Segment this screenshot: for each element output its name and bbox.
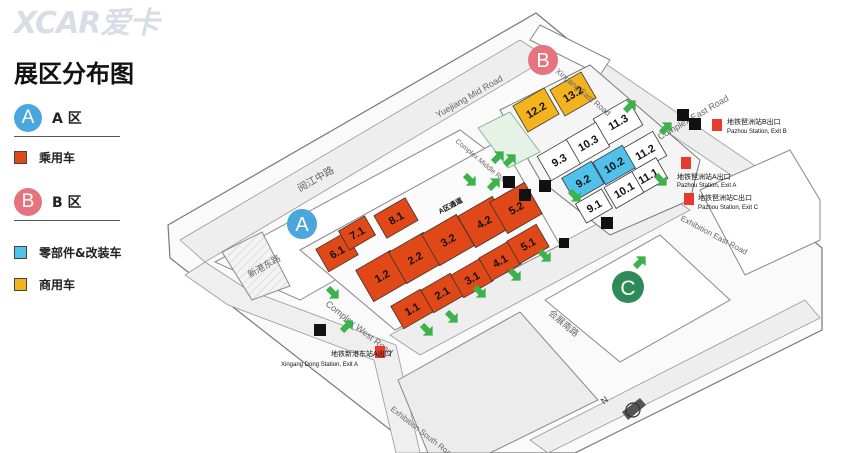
- entrance-arrow-icon: [653, 172, 667, 186]
- hall-10.2: 10.2: [592, 144, 636, 186]
- svg-text:地铁新港东站A出口: 地铁新港东站A出口: [331, 349, 392, 358]
- gate-icon: [689, 118, 701, 130]
- entrance-arrow-icon: [490, 151, 504, 165]
- svg-text:B: B: [536, 50, 549, 72]
- metro-station-pazhou-b: 地铁琶洲站B出口 Pazhou Station, Exit B: [712, 117, 787, 135]
- legend-parts: 零部件&改装车: [14, 244, 121, 261]
- hall-12.2: 12.2: [512, 87, 560, 133]
- hall-3.2: 3.2: [421, 213, 475, 267]
- entrance-arrow-icon: [472, 284, 486, 298]
- block-northwest-park: [221, 231, 291, 301]
- divider: [14, 220, 120, 221]
- exhibition-south-road-band: [529, 299, 821, 453]
- hall-3.1: 3.1: [450, 257, 494, 299]
- parts-swatch: [14, 246, 27, 259]
- zone-b-icon: B: [14, 188, 42, 216]
- metro-icon: [375, 346, 385, 358]
- entrance-arrow-icon: [658, 122, 672, 136]
- entrance-arrow-icon: [339, 320, 353, 334]
- gate-icon: [314, 324, 326, 336]
- svg-text:Pazhou Station, Exit C: Pazhou Station, Exit C: [698, 205, 759, 211]
- block-south-plaza: [397, 311, 599, 453]
- metro-icon: [681, 157, 691, 169]
- entrance-arrow-icon: [444, 309, 458, 323]
- svg-text:Xingang Dong Station, Exit A: Xingang Dong Station, Exit A: [281, 362, 358, 368]
- gate-icon: [601, 217, 613, 229]
- metro-icon: [684, 193, 694, 205]
- entrance-arrow-icon: [632, 256, 646, 270]
- zone-a-icon: A: [14, 104, 42, 132]
- hall-13.2: 13.2: [549, 71, 597, 117]
- hall-10.3: 10.3: [565, 121, 611, 165]
- parts-label: 零部件&改装车: [39, 246, 122, 260]
- passenger-swatch: [14, 151, 27, 164]
- entrance-arrow-icon: [419, 322, 433, 336]
- entrance-arrow-icon: [486, 178, 500, 192]
- zone-a-label: A 区: [52, 111, 82, 127]
- svg-text:地铁琶洲站B出口: 地铁琶洲站B出口: [727, 117, 781, 126]
- complex-west-road-band: [184, 261, 421, 453]
- metro-station-pazhou-a: 地铁琶洲站A出口 Pazhou Station, Exit A: [677, 157, 736, 189]
- legend-passenger: 乘用车: [14, 149, 75, 166]
- gate-icons: [314, 109, 701, 336]
- gate-icon: [503, 176, 515, 188]
- entrance-arrows: [325, 100, 672, 336]
- gate-icon: [677, 109, 689, 121]
- hall-9.1: 9.1: [574, 188, 614, 224]
- zone-a-marker: A: [287, 209, 317, 239]
- entrance-arrow-icon: [567, 188, 581, 202]
- hall-5.1: 5.1: [506, 223, 550, 265]
- entrance-arrow-icon: [507, 267, 521, 281]
- svg-text:Pazhou Station, Exit B: Pazhou Station, Exit B: [727, 129, 787, 135]
- watermark-logo: XCAR爱卡: [14, 6, 159, 41]
- gate-icon: [519, 189, 531, 201]
- svg-text:地铁琶洲站C出口: 地铁琶洲站C出口: [698, 193, 752, 202]
- compass-icon: N: [599, 394, 646, 420]
- metro-station-xingang-a: 地铁新港东站A出口 Xingang Dong Station, Exit A: [281, 346, 392, 368]
- zone-b-marker: B: [528, 45, 558, 75]
- divider: [14, 136, 120, 137]
- entrance-arrow-icon: [537, 248, 551, 262]
- metro-icon: [712, 119, 722, 131]
- passenger-label: 乘用车: [39, 151, 76, 165]
- entrance-arrow-icon: [502, 154, 516, 168]
- svg-text:C: C: [620, 277, 635, 300]
- svg-text:Pazhou Station, Exit A: Pazhou Station, Exit A: [677, 183, 736, 189]
- svg-text:N: N: [599, 394, 610, 406]
- legend-commercial: 商用车: [14, 276, 75, 293]
- entrance-arrow-icon: [462, 172, 476, 186]
- metro-station-pazhou-c: 地铁琶洲站C出口 Pazhou Station, Exit C: [684, 193, 759, 211]
- hall-8.1: 8.1: [373, 197, 419, 239]
- hall-1.1: 1.1: [390, 288, 434, 330]
- svg-text:地铁琶洲站A出口: 地铁琶洲站A出口: [677, 172, 731, 181]
- hall-10.1: 10.1: [603, 171, 645, 209]
- zone-a-halls: 6.17.18.11.22.23.24.25.21.12.13.14.15.1: [315, 181, 550, 330]
- hall-11.2: 11.2: [622, 130, 668, 174]
- commercial-swatch: [14, 278, 27, 291]
- legend-zone-a: A A 区: [14, 104, 82, 132]
- entrance-arrow-icon: [622, 100, 636, 114]
- zone-c-marker: C: [612, 271, 644, 303]
- block-east: [699, 149, 821, 276]
- zone-b-label: B 区: [52, 195, 82, 211]
- commercial-label: 商用车: [39, 278, 76, 292]
- legend-zone-b: B B 区: [14, 188, 82, 216]
- gate-icon: [539, 180, 551, 192]
- legend-panel: XCAR爱卡 展区分布图 A A 区 乘用车 B B 区 零部件&改装车 商用车: [12, 0, 212, 453]
- page-title: 展区分布图: [14, 60, 134, 88]
- entrance-arrow-icon: [325, 285, 339, 299]
- svg-text:A: A: [295, 214, 309, 236]
- hall-7.1: 7.1: [337, 215, 377, 251]
- gate-icon: [559, 238, 569, 248]
